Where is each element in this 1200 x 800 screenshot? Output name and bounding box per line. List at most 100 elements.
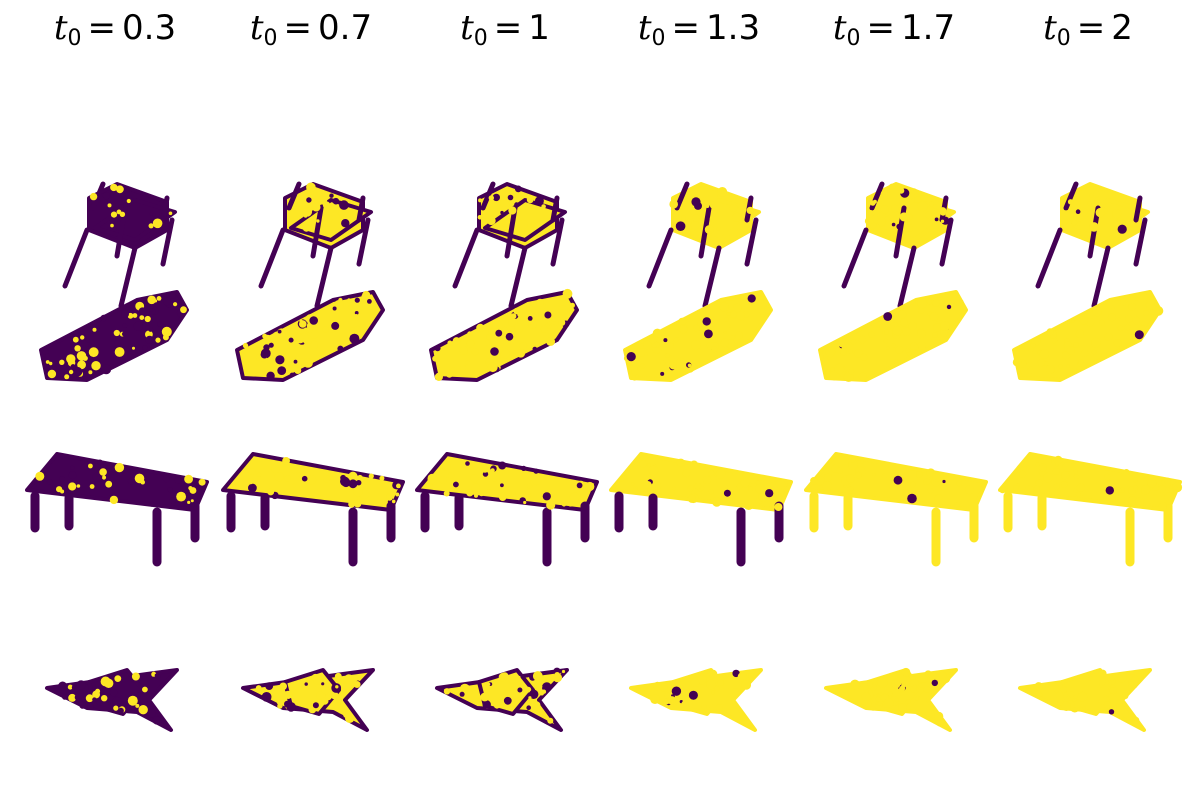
point	[931, 679, 938, 687]
point	[45, 353, 50, 359]
point	[732, 212, 742, 222]
point	[632, 487, 639, 494]
point	[898, 310, 907, 319]
point	[353, 500, 362, 508]
point	[1117, 317, 1121, 321]
point	[88, 343, 92, 347]
point	[284, 690, 293, 699]
point	[1024, 485, 1034, 495]
point	[62, 684, 69, 690]
point	[309, 316, 318, 325]
point	[894, 677, 903, 686]
point	[362, 290, 371, 299]
point	[1149, 309, 1156, 315]
point	[531, 220, 539, 228]
table-panel	[415, 452, 599, 567]
point	[934, 711, 944, 721]
point	[738, 715, 747, 724]
point	[149, 501, 155, 507]
point	[701, 704, 707, 710]
point	[1037, 358, 1046, 367]
point	[348, 471, 358, 481]
point	[1054, 689, 1059, 694]
point	[940, 219, 945, 223]
point	[711, 690, 715, 695]
point	[338, 694, 342, 698]
point	[1068, 691, 1075, 698]
point	[939, 671, 947, 679]
point	[486, 216, 496, 226]
point	[870, 222, 877, 229]
point	[152, 218, 163, 229]
point	[1053, 455, 1063, 465]
point	[122, 331, 127, 337]
point	[391, 499, 396, 504]
point	[479, 492, 484, 497]
point	[1038, 463, 1047, 472]
point	[344, 674, 354, 684]
point	[645, 490, 651, 496]
point	[517, 675, 521, 679]
point	[1132, 477, 1138, 483]
point	[902, 327, 911, 336]
point	[316, 219, 320, 223]
point	[131, 672, 140, 681]
point	[821, 480, 832, 491]
point	[1089, 193, 1094, 198]
point	[502, 219, 508, 225]
point	[176, 491, 187, 502]
point	[690, 460, 698, 469]
point	[904, 223, 913, 233]
airplane-panel	[45, 668, 179, 732]
point	[929, 312, 939, 321]
point	[1067, 199, 1074, 205]
point	[508, 317, 518, 327]
table-panel	[804, 452, 988, 567]
point	[1072, 367, 1077, 373]
point	[635, 374, 639, 379]
point	[551, 317, 557, 322]
point	[70, 364, 76, 370]
point	[269, 334, 276, 342]
point	[288, 337, 294, 343]
point	[759, 476, 763, 481]
point	[723, 489, 731, 497]
point	[742, 472, 750, 480]
point	[45, 360, 50, 364]
point	[482, 466, 487, 472]
point	[956, 299, 964, 307]
point	[569, 492, 580, 503]
point	[644, 353, 648, 357]
point	[726, 312, 731, 316]
chair-leg	[504, 205, 518, 259]
point	[293, 216, 298, 221]
point	[1107, 313, 1116, 322]
point	[866, 210, 875, 218]
point	[77, 360, 86, 370]
point	[836, 467, 843, 474]
point	[934, 217, 939, 222]
point	[491, 697, 501, 706]
point	[1103, 701, 1111, 709]
point	[664, 353, 670, 358]
point	[748, 474, 758, 484]
point	[87, 703, 94, 710]
point	[261, 692, 272, 702]
point	[266, 371, 275, 380]
point	[453, 481, 459, 488]
point	[190, 499, 194, 503]
airplane-panel	[629, 668, 763, 732]
point	[91, 361, 101, 371]
point	[927, 487, 934, 494]
point	[870, 706, 876, 711]
point	[883, 698, 894, 708]
point	[173, 302, 178, 307]
point	[514, 323, 524, 333]
point	[291, 467, 298, 474]
point	[337, 706, 346, 714]
point	[546, 336, 556, 346]
point	[357, 496, 362, 501]
point	[526, 492, 532, 498]
point	[650, 694, 660, 704]
point	[899, 212, 909, 222]
